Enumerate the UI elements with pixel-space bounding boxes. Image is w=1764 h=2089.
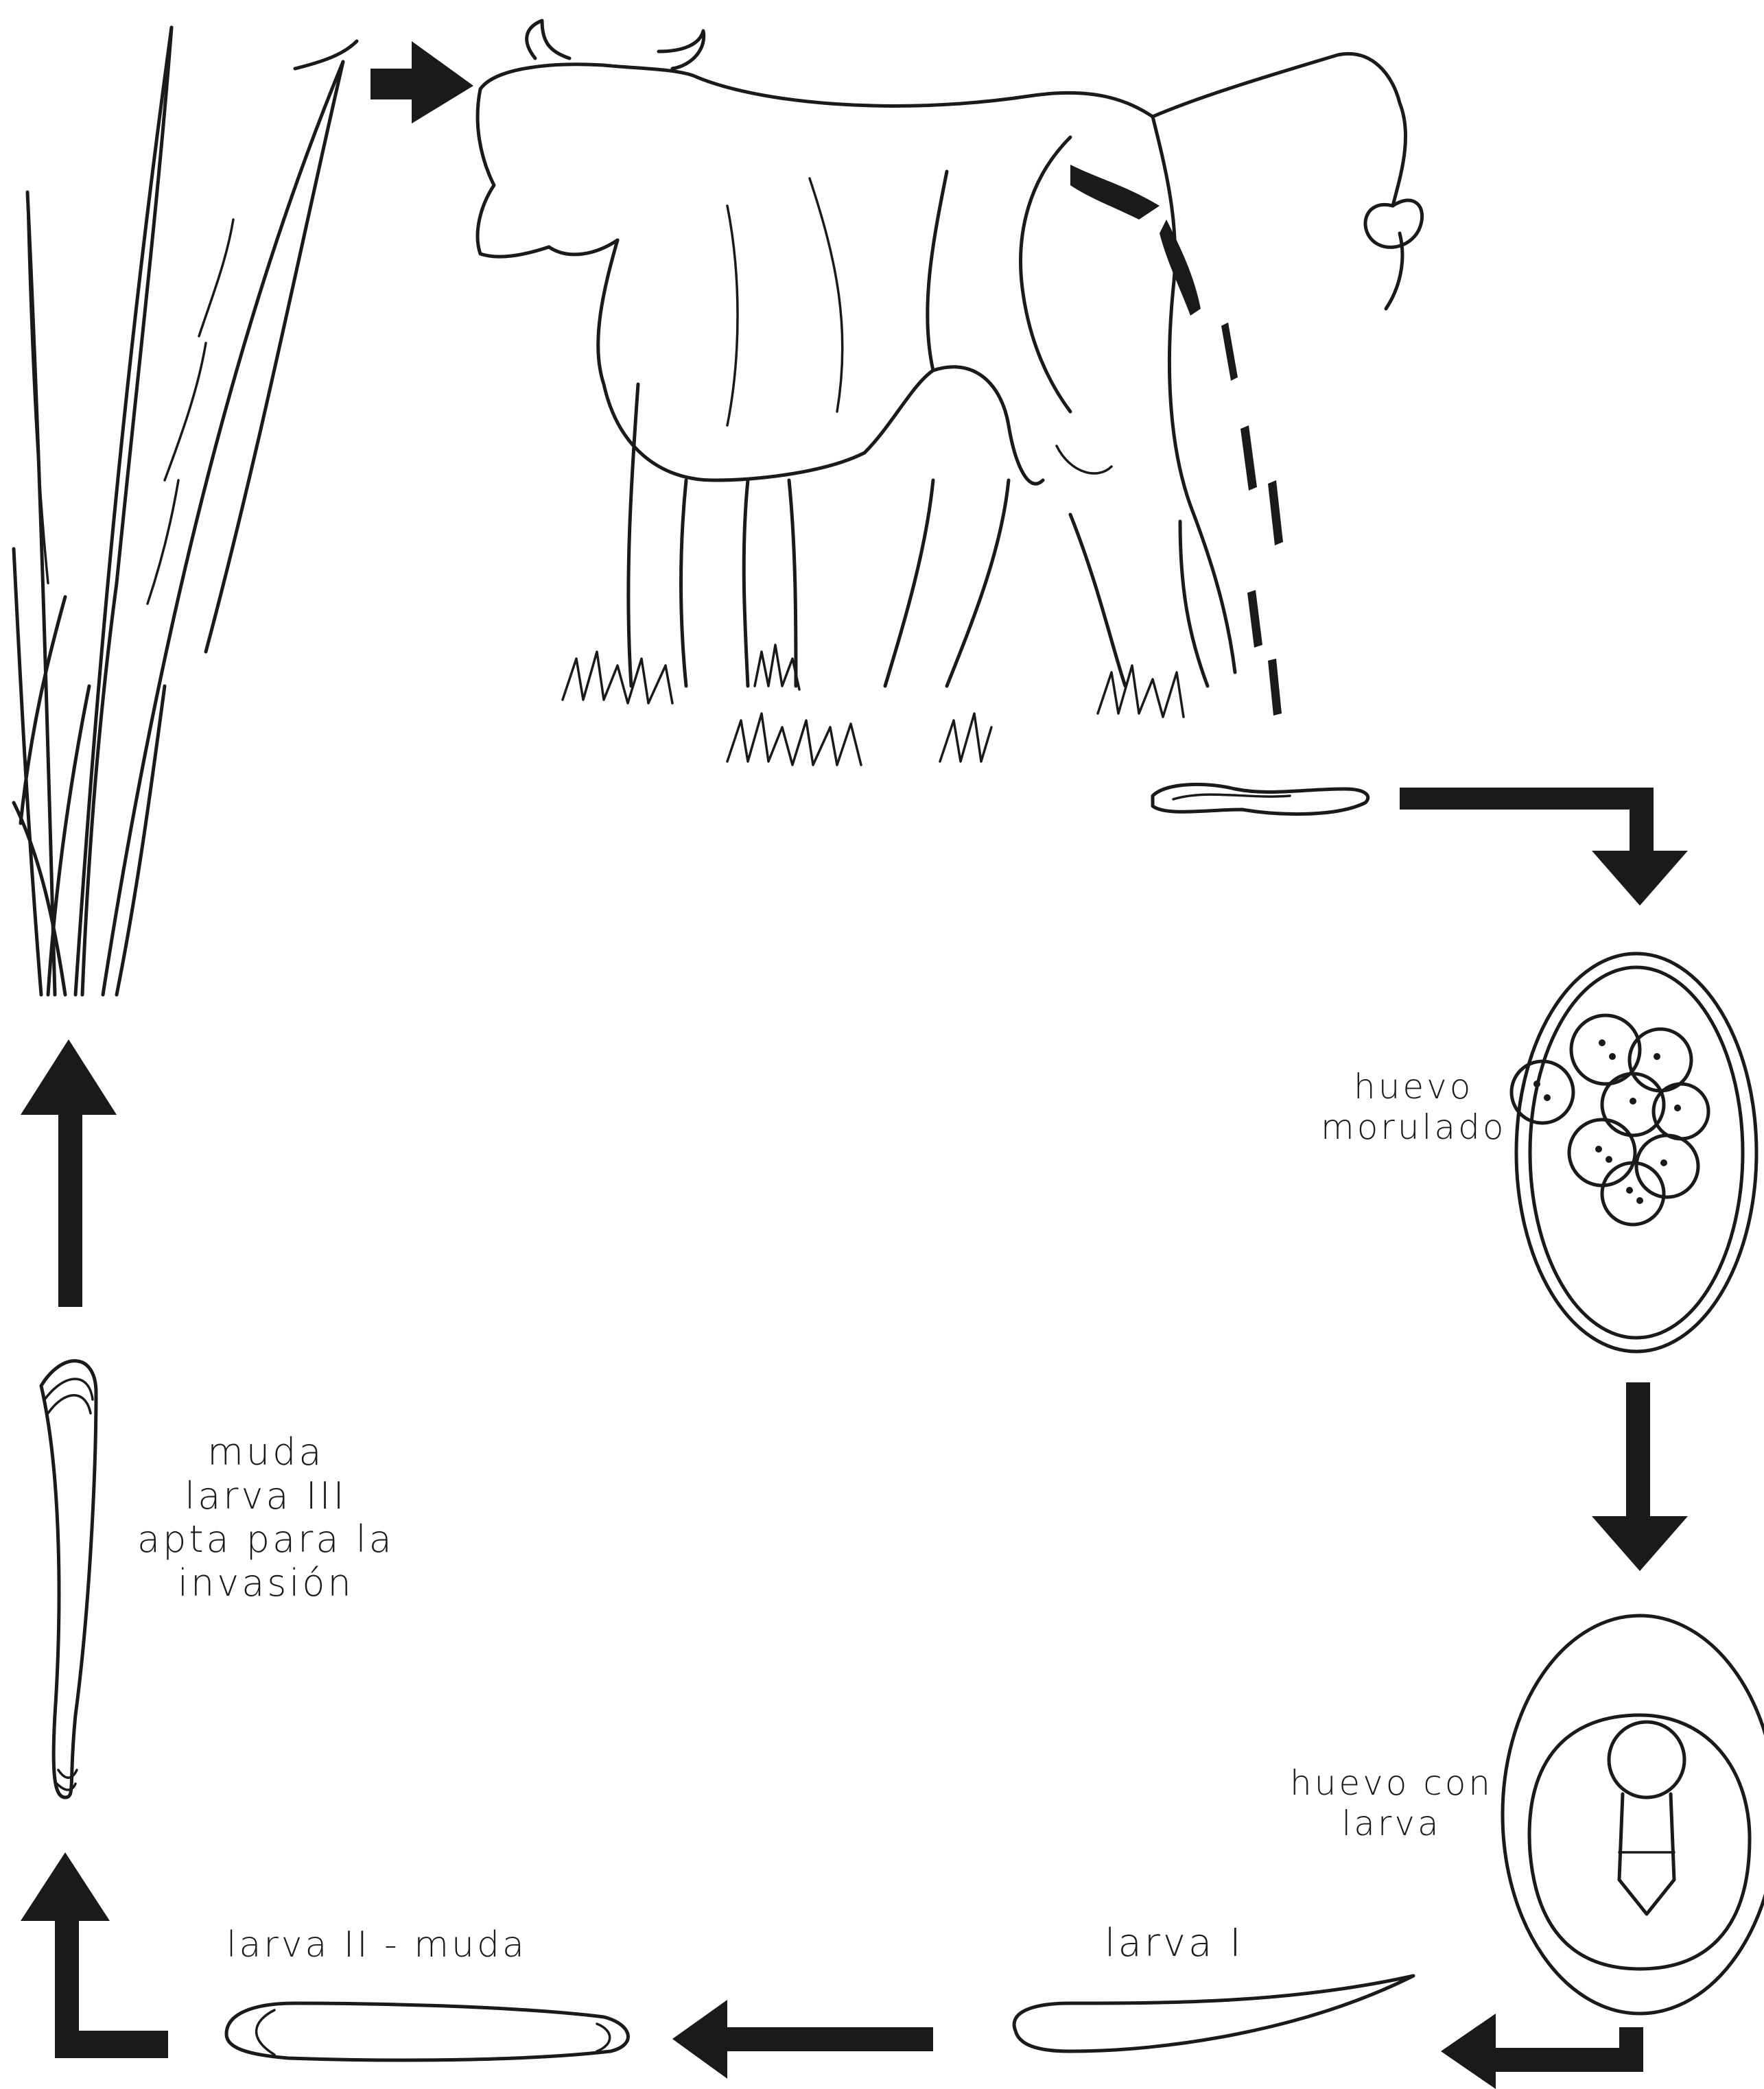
arrow-icon: [1400, 788, 1688, 906]
label-egg-morulated: huevo morulado: [1321, 1067, 1506, 1148]
label-egg-with-larva: huevo con larva: [1290, 1763, 1493, 1844]
label-larva-3: muda larva III apta para la invasión: [137, 1430, 395, 1605]
larva-icon: [41, 1361, 96, 1797]
label-line: larva: [1290, 1804, 1493, 1844]
label-line: morulado: [1321, 1107, 1506, 1148]
arrow-icon: [672, 2000, 933, 2079]
egg-icon: [1512, 954, 1756, 1352]
label-line: huevo con: [1290, 1763, 1493, 1804]
label-line: apta para la: [137, 1518, 395, 1561]
label-line: muda: [137, 1430, 395, 1474]
label-larva-2: larva II - muda: [226, 1924, 527, 1966]
label-larva-1: larva I: [1105, 1921, 1244, 1966]
arrow-icon: [1441, 2014, 1643, 2089]
arrow-icon: [371, 41, 473, 123]
arrow-icon: [1592, 1382, 1688, 1571]
label-line: huevo: [1321, 1067, 1506, 1107]
label-line: larva III: [137, 1474, 395, 1518]
arrow-icon: [21, 1039, 117, 1307]
arrow-icon: [21, 1852, 168, 2058]
egg-icon: [1503, 1616, 1764, 2014]
grass-icon: [14, 27, 357, 995]
larva-icon: [226, 2003, 628, 2060]
label-line: invasión: [137, 1561, 395, 1605]
larva-icon: [1014, 1976, 1413, 2051]
dung-icon: [1070, 165, 1368, 814]
cow-icon: [478, 21, 1422, 765]
